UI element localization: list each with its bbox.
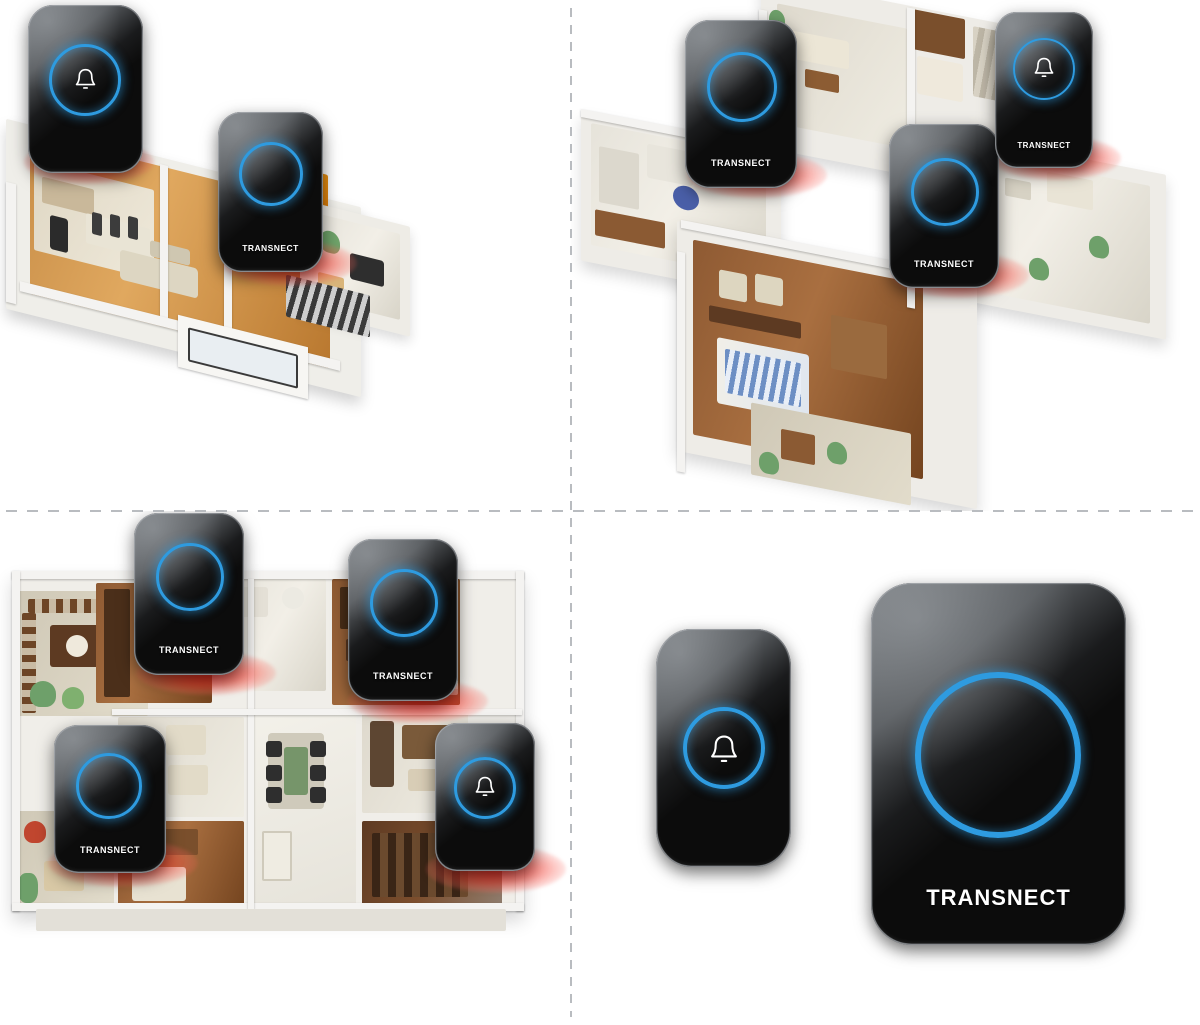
device-body: [656, 629, 791, 867]
wall-left: [6, 181, 16, 305]
wall-mid: [160, 164, 168, 326]
dining-chair: [92, 211, 102, 237]
flower-pot: [24, 821, 46, 843]
shelving: [104, 589, 130, 697]
front-apron: [36, 909, 506, 931]
hall-cabinet: [262, 831, 292, 881]
wall-top: [12, 571, 524, 579]
panel-divider-vertical: [570, 8, 572, 1017]
led-ring-indicator: [370, 569, 438, 637]
shrub: [62, 687, 84, 709]
dresser: [831, 314, 887, 380]
dining-chair: [310, 787, 326, 803]
led-ring-indicator: [156, 543, 224, 611]
sofa: [370, 721, 394, 787]
panel-product-hero-shot: TRANSNECT: [571, 511, 1200, 1025]
doorbell-push-button[interactable]: [28, 5, 143, 173]
bell-icon: [73, 67, 98, 94]
brand-wordmark: TRANSNECT: [914, 259, 974, 269]
armchair: [168, 765, 208, 795]
sink: [282, 587, 304, 609]
dining-chair: [266, 741, 282, 757]
wall-left: [12, 571, 20, 911]
led-ring-indicator: [454, 757, 516, 819]
dining-chair: [110, 213, 120, 239]
brand-wordmark: TRANSNECT: [711, 158, 771, 168]
doorbell-receiver[interactable]: TRANSNECT: [889, 124, 999, 288]
led-ring-indicator: [707, 52, 777, 122]
wall-mid-v: [248, 579, 254, 909]
floor-lamp: [50, 214, 68, 254]
patio-umbrella-base: [66, 635, 88, 657]
brand-wordmark: TRANSNECT: [1017, 141, 1071, 150]
dining-chair: [128, 215, 138, 241]
panel-apartment-cutaway-scene: TRANSNECT: [0, 0, 571, 511]
balcony-table: [781, 428, 815, 466]
wall-mid-h: [112, 709, 522, 715]
doorbell-push-button[interactable]: TRANSNECT: [995, 12, 1093, 168]
armchair: [719, 269, 747, 303]
bell-icon: [473, 775, 497, 801]
doorbell-push-button[interactable]: [656, 629, 791, 867]
dining-chair: [266, 787, 282, 803]
brand-wordmark: TRANSNECT: [159, 645, 219, 655]
doorbell-receiver[interactable]: TRANSNECT: [54, 725, 166, 873]
doorbell-receiver[interactable]: TRANSNECT: [218, 112, 323, 272]
doorbell-receiver[interactable]: TRANSNECT: [871, 583, 1126, 945]
led-ring-indicator: [239, 142, 303, 206]
armchair: [755, 273, 783, 307]
wall-c: [677, 251, 685, 473]
led-ring-indicator: [915, 672, 1081, 838]
brand-wordmark: TRANSNECT: [80, 845, 140, 855]
panel-l-shaped-floorplan-scene: TRANSNECT TRANSNECT: [571, 0, 1200, 511]
panel-villa-floorplan-scene: TRANSNECT TRANSNECT TRANSNECT: [0, 511, 571, 1025]
panel-divider-horizontal: [6, 510, 1194, 512]
shrub: [18, 873, 38, 903]
led-ring-indicator: [911, 158, 979, 226]
brand-wordmark: TRANSNECT: [926, 885, 1071, 910]
wall-bottom: [12, 903, 524, 911]
device-body: [685, 20, 797, 188]
dining-table: [284, 747, 308, 795]
led-ring-indicator: [76, 753, 142, 819]
device-body: [435, 723, 535, 871]
led-ring-indicator: [49, 44, 121, 116]
hero-stage: TRANSNECT: [571, 511, 1200, 1025]
brand-wordmark: TRANSNECT: [242, 243, 299, 253]
bell-icon: [707, 733, 741, 769]
dining-chair: [310, 765, 326, 781]
led-ring-indicator: [1013, 38, 1075, 100]
dining-chair: [310, 741, 326, 757]
shower: [599, 146, 639, 210]
doorbell-receiver[interactable]: TRANSNECT: [685, 20, 797, 188]
bell-icon: [1032, 56, 1056, 82]
dining-chair: [266, 765, 282, 781]
led-ring-indicator: [683, 707, 765, 789]
doorbell-receiver[interactable]: TRANSNECT: [348, 539, 458, 701]
doorbell-push-button[interactable]: [435, 723, 535, 871]
brand-wordmark: TRANSNECT: [373, 671, 433, 681]
device-body: [218, 112, 323, 272]
armchair: [166, 725, 206, 755]
shrub: [30, 681, 56, 707]
doorbell-receiver[interactable]: TRANSNECT: [134, 513, 244, 675]
